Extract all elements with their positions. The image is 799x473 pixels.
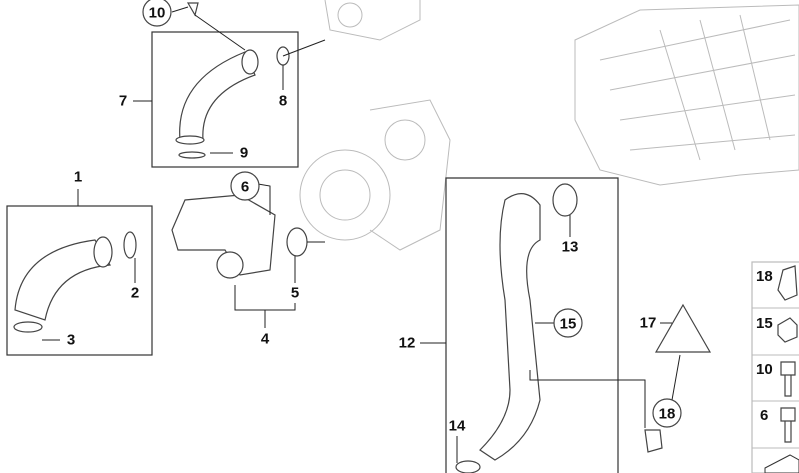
misc-part-icon [764,454,799,473]
callout-1[interactable]: 1 [74,169,82,186]
legend-item-15[interactable]: 15 [756,315,773,332]
callout-18[interactable]: 18 [659,406,676,423]
callout-7[interactable]: 7 [119,93,127,110]
seal-ring-13 [552,183,578,217]
small-parts-column: 18 15 10 6 [751,261,799,473]
seal-ring-9 [178,151,206,159]
group-box-1 [6,205,153,356]
turbocharger-ghost [299,0,451,251]
legend-item-18[interactable]: 18 [756,268,773,285]
callout-circle-15 [553,308,583,338]
intake-housing [171,194,308,279]
intake-manifold-ghost [574,4,799,186]
callout-2[interactable]: 2 [131,285,139,302]
legend-item-10[interactable]: 10 [756,361,773,378]
screw-10 [186,2,199,17]
charge-pipe-7 [175,2,290,159]
callout-15[interactable]: 15 [560,316,577,333]
callout-circle-18 [652,398,682,428]
callout-12[interactable]: 12 [399,335,416,352]
group-box-7 [151,31,299,168]
seal-ring-2 [123,231,137,259]
callout-13[interactable]: 13 [562,239,579,256]
seal-ring-3 [13,321,43,333]
callout-3[interactable]: 3 [67,332,75,349]
seal-ring-14 [455,460,481,473]
clamp-icon [777,317,798,343]
callout-6[interactable]: 6 [241,179,249,196]
intake-hose-1 [13,231,137,333]
sensor-18 [644,429,663,453]
callout-4[interactable]: 4 [261,331,270,348]
leader-lines [42,6,681,463]
bolt-10-icon [780,361,796,397]
callout-10[interactable]: 10 [149,5,166,22]
callout-9[interactable]: 9 [240,145,248,162]
charge-pipe-12 [455,183,712,473]
legend-item-6[interactable]: 6 [760,407,768,424]
clip-icon [777,265,798,301]
warning-label-17 [654,303,712,353]
seal-ring-5 [286,227,308,257]
group-box-12 [445,177,619,473]
callout-circle-10 [142,0,172,27]
callout-8[interactable]: 8 [279,93,287,110]
callout-14[interactable]: 14 [449,418,466,435]
bolt-6-icon [780,407,796,443]
callout-circle-6 [230,171,260,201]
callout-5[interactable]: 5 [291,285,299,302]
callout-17[interactable]: 17 [640,315,657,332]
